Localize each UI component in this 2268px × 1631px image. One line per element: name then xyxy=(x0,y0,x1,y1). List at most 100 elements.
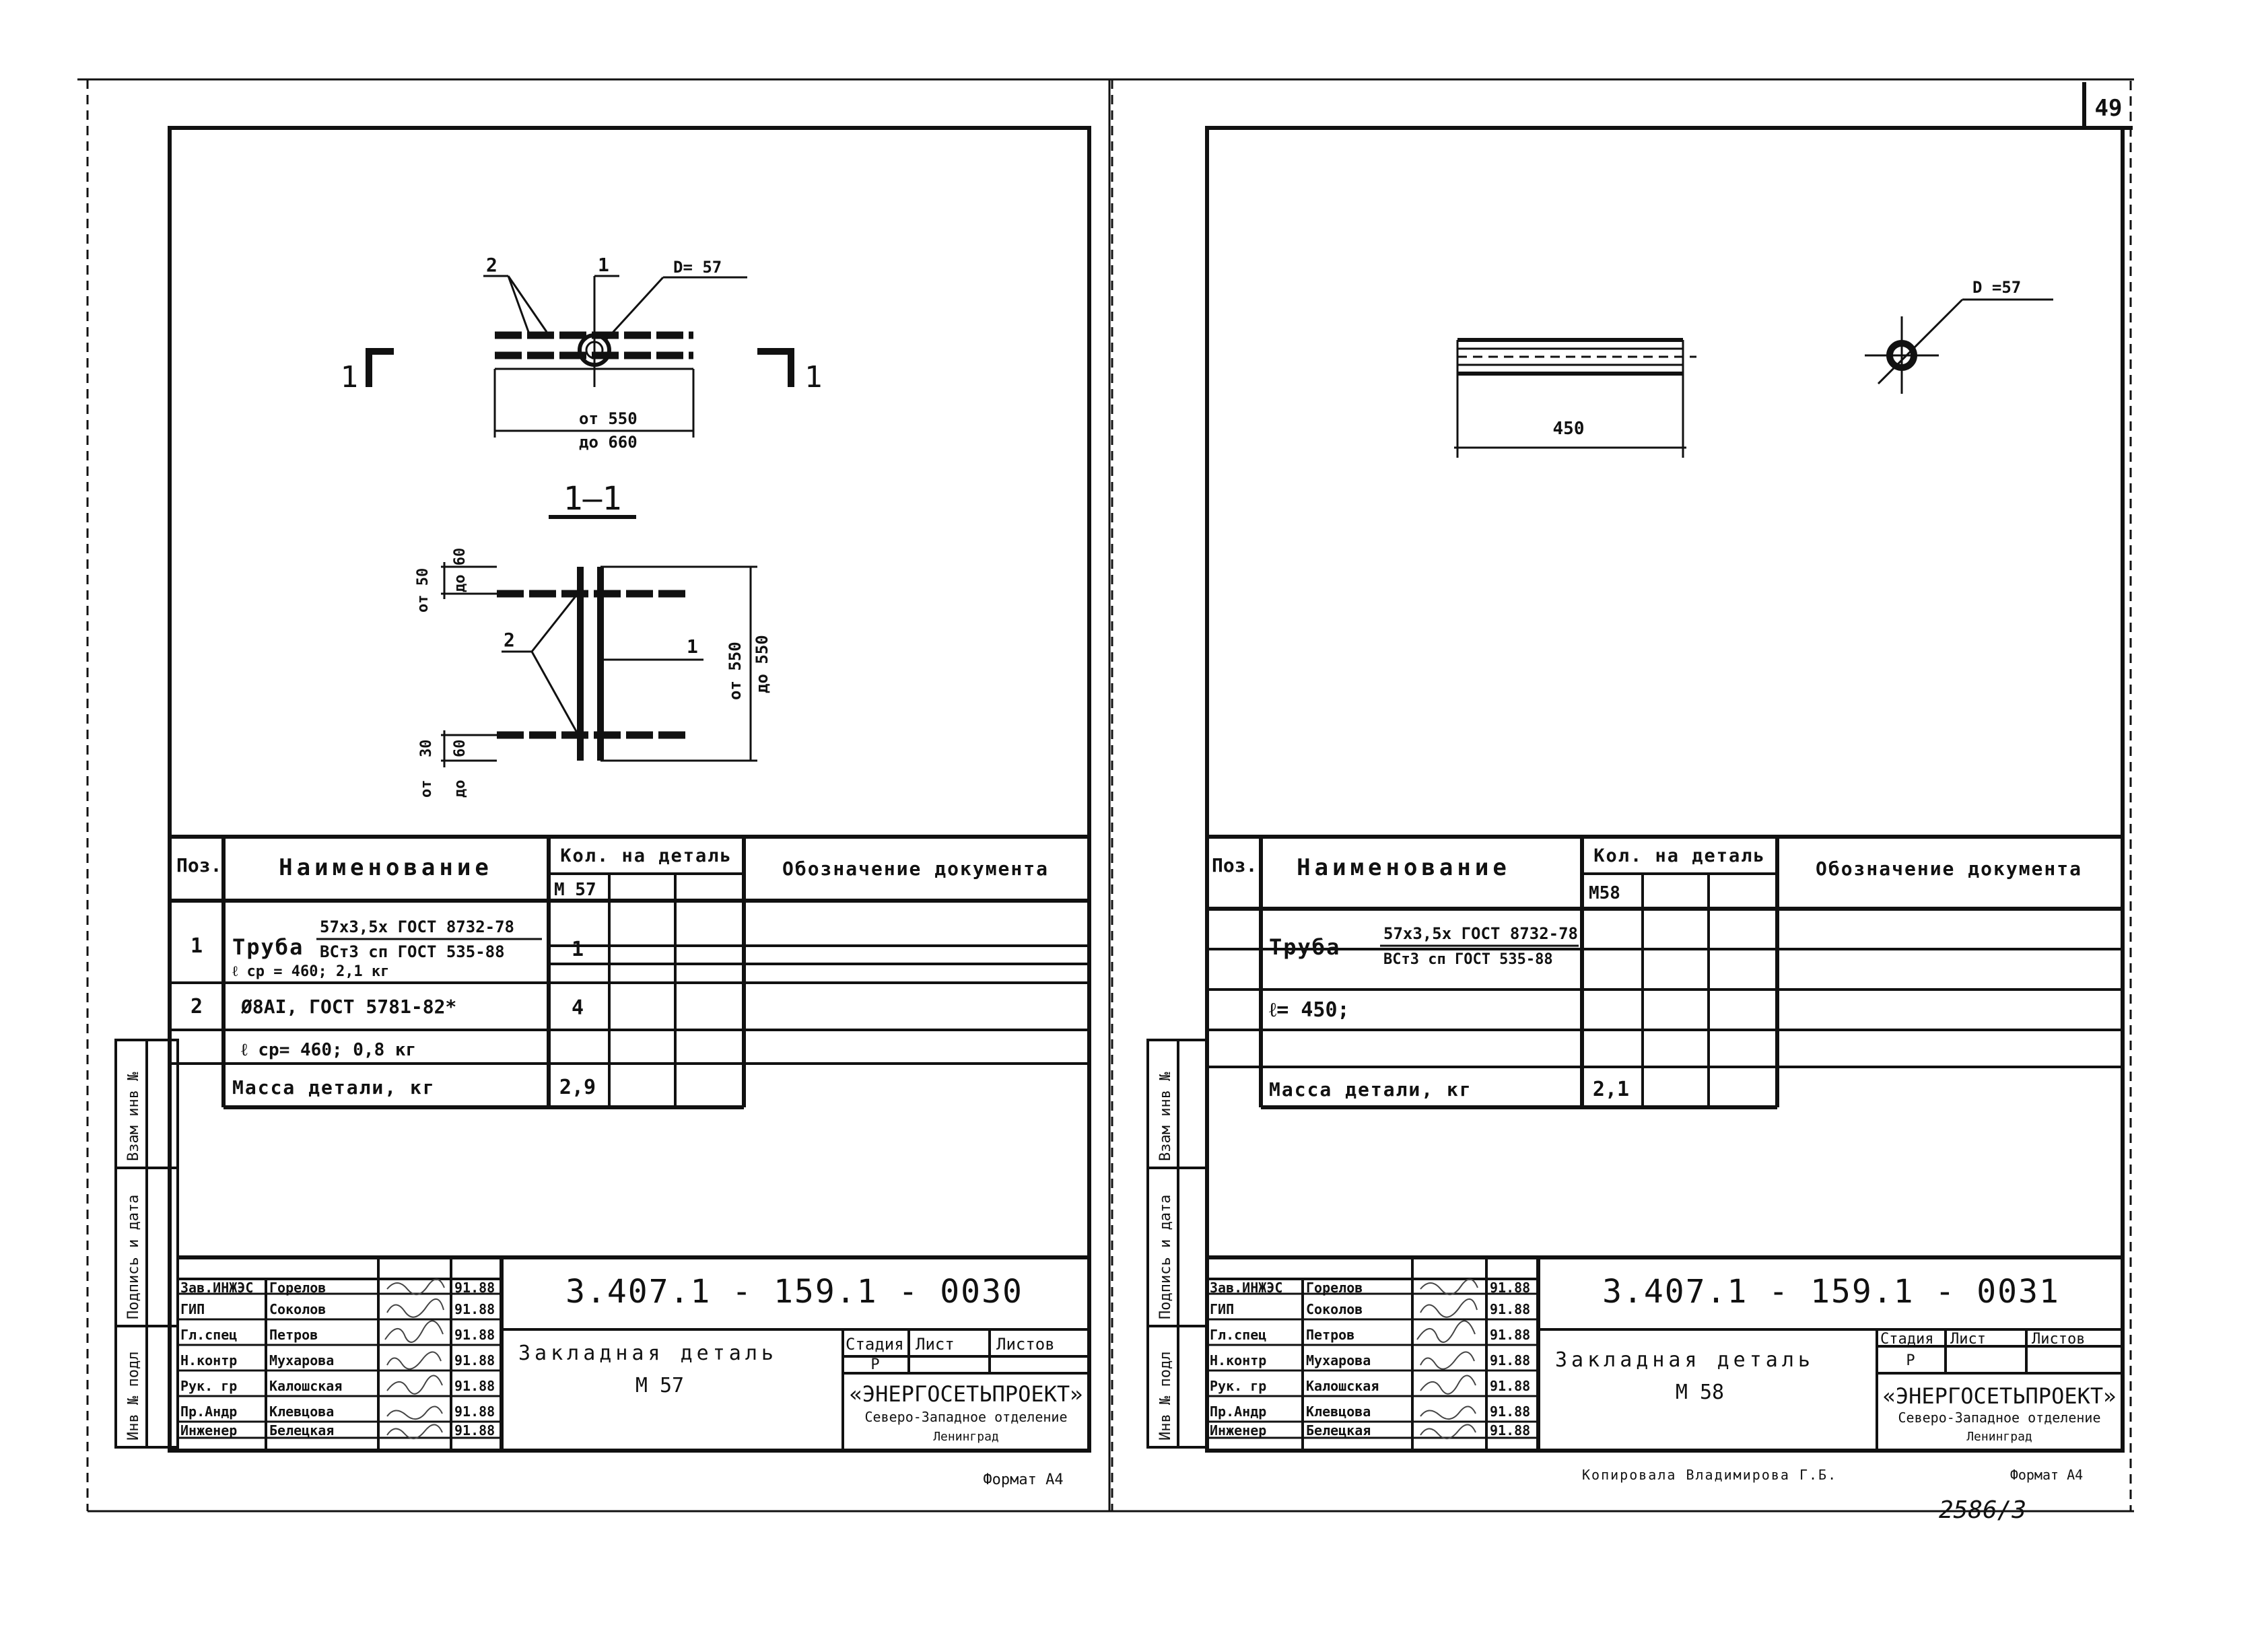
section-dim-top-a: от 50 xyxy=(415,568,432,613)
item-mark: М 57 xyxy=(635,1374,684,1397)
spec-row1-name: Труба xyxy=(232,934,304,960)
staff-name: Соколов xyxy=(269,1301,326,1317)
spec-header-pos: Поз. xyxy=(1212,854,1257,876)
left-sheet: Взам инв № Подпись и дата Инв № подл 2 1 xyxy=(114,126,1091,1488)
stamp-signature: Подпись и дата xyxy=(1157,1195,1174,1319)
org-sub: Северо-Западное отделение xyxy=(1898,1410,2100,1426)
plan-diameter: D= 57 xyxy=(673,258,722,277)
staff-date: 91.88 xyxy=(454,1301,495,1317)
staff-date: 91.88 xyxy=(454,1422,495,1438)
title-block-right: 3.407.1 - 159.1 - 0031 Зав.ИНЖЭС Горелов… xyxy=(1207,1255,2123,1483)
staff-role: Инженер xyxy=(1210,1422,1266,1438)
section-dim-bot-a: 30 xyxy=(418,740,435,758)
sheets-label: Листов xyxy=(2032,1331,2085,1348)
spec-table-left: Поз. Наименование Кол. на деталь М 57 Об… xyxy=(170,835,1089,1109)
section-mark-left: 1 xyxy=(341,360,359,394)
left-margin-stamp: Взам инв № Подпись и дата Инв № подл xyxy=(114,1039,179,1449)
staff-date: 91.88 xyxy=(454,1352,495,1368)
staff-list: Зав.ИНЖЭС Горелов 91.88 ГИП Соколов 91.8… xyxy=(1210,1280,1530,1438)
org-city: Ленинград xyxy=(1966,1430,2032,1444)
spec-header-pos: Поз. xyxy=(176,854,221,876)
spec-row2-name: Ø8AI, ГОСТ 5781-82* xyxy=(240,996,456,1018)
sheets-label: Листов xyxy=(996,1335,1055,1354)
staff-name: Мухарова xyxy=(1306,1352,1371,1368)
spec-row1-top: 57x3,5x ГОСТ 8732-78 xyxy=(320,917,514,936)
right-margin-stamp: Взам инв № Подпись и дата Инв № подл xyxy=(1146,1039,1208,1449)
staff-name: Петров xyxy=(269,1327,318,1343)
inventory-note: 2586/3 xyxy=(1939,1496,2026,1524)
sheet-label: Лист xyxy=(1950,1331,1986,1348)
page-number-box: 49 xyxy=(2082,82,2133,130)
plan-dim-to: до 660 xyxy=(579,433,638,452)
staff-role: Зав.ИНЖЭС xyxy=(180,1280,253,1296)
spec-row2-name: ℓ= 450; xyxy=(1269,998,1350,1022)
org-name: «ЭНЕРГОСЕТЬПРОЕКТ» xyxy=(850,1381,1083,1407)
staff-name: Горелов xyxy=(269,1280,326,1296)
staff-role: Пр.Андр xyxy=(180,1403,237,1420)
page-number: 49 xyxy=(2095,95,2123,122)
staff-date: 91.88 xyxy=(454,1403,495,1420)
spec-mass-value: 2,9 xyxy=(559,1076,596,1099)
section-dim-bot-c: от xyxy=(418,780,435,798)
section-title: 1—1 xyxy=(563,480,622,518)
stamp-inv: Инв № подл xyxy=(1157,1352,1174,1441)
staff-list: Зав.ИНЖЭС Горелов 91.88 ГИП Соколов 91.8… xyxy=(180,1280,495,1438)
staff-role: Инженер xyxy=(180,1422,237,1438)
staff-date: 91.88 xyxy=(1490,1378,1530,1394)
stage-label: Стадия xyxy=(846,1335,904,1354)
item-mark: М 58 xyxy=(1676,1381,1724,1404)
spec-header-mark: М 57 xyxy=(554,880,596,900)
stamp-inv: Инв № подл xyxy=(125,1352,142,1441)
spec-header-qty: Кол. на деталь xyxy=(1593,845,1766,866)
spec-header-name: Наименование xyxy=(1297,854,1511,881)
org-name: «ЭНЕРГОСЕТЬПРОЕКТ» xyxy=(1883,1383,2117,1409)
stage-label: Стадия xyxy=(1880,1331,1933,1348)
signature-scribbles xyxy=(1416,1278,1478,1439)
staff-name: Калошская xyxy=(1306,1378,1379,1394)
section-label-pos1: 1 xyxy=(687,635,698,658)
staff-date: 91.88 xyxy=(454,1327,495,1343)
stage-value: Р xyxy=(870,1356,879,1373)
stamp-signature: Подпись и дата xyxy=(125,1195,142,1319)
staff-date: 91.88 xyxy=(1490,1422,1530,1438)
staff-role: Рук. гр xyxy=(1210,1378,1266,1394)
sheet-label: Лист xyxy=(916,1335,955,1354)
format-label: Формат А4 xyxy=(983,1471,1063,1488)
spec-header-doc: Обозначение документа xyxy=(782,858,1049,880)
section-mark-right: 1 xyxy=(804,360,823,394)
page-border xyxy=(77,78,2134,1513)
spec-row1-qty: 1 xyxy=(572,938,584,961)
section-dim-bot-d: до xyxy=(452,780,469,798)
plan-label-pos1: 1 xyxy=(598,254,609,276)
section-label-pos2: 2 xyxy=(504,629,515,651)
spec-row1-extra: ℓ ср = 460; 2,1 кг xyxy=(232,963,389,980)
staff-date: 91.88 xyxy=(1490,1327,1530,1343)
staff-name: Калошская xyxy=(269,1378,342,1394)
staff-date: 91.88 xyxy=(1490,1352,1530,1368)
spec-header-qty: Кол. на деталь xyxy=(560,845,732,866)
org-city: Ленинград xyxy=(933,1430,999,1444)
staff-role: Н.контр xyxy=(1210,1352,1266,1368)
staff-name: Белецкая xyxy=(1306,1422,1371,1438)
staff-date: 91.88 xyxy=(1490,1301,1530,1317)
spec-row3-name: ℓ ср= 460; 0,8 кг xyxy=(241,1040,416,1060)
staff-name: Клевцова xyxy=(1306,1403,1371,1420)
length-dim: 450 xyxy=(1553,419,1585,439)
staff-name: Клевцова xyxy=(269,1403,334,1420)
section-dim-height-b: до 550 xyxy=(753,635,771,693)
spec-header-doc: Обозначение документа xyxy=(1816,858,2082,880)
section-view: от 550 до 550 от 50 до 60 30 60 от до 2 … xyxy=(415,548,771,798)
spec-header-mark: М58 xyxy=(1589,883,1620,903)
staff-role: Гл.спец xyxy=(1210,1327,1266,1343)
staff-name: Горелов xyxy=(1306,1280,1363,1296)
staff-date: 91.88 xyxy=(1490,1403,1530,1420)
pipe-view: 450 xyxy=(1454,338,1696,458)
spec-mass-label: Масса детали, кг xyxy=(232,1076,436,1099)
spec-row1-top: 57x3,5x ГОСТ 8732-78 xyxy=(1383,924,1578,943)
section-dim-bot-b: 60 xyxy=(452,740,469,758)
stage-value: Р xyxy=(1906,1352,1915,1369)
item-title: Закладная деталь xyxy=(1555,1348,1814,1372)
title-block-left: 3.407.1 - 159.1 - 0030 Зав.ИНЖЭС Горелов… xyxy=(178,1255,1089,1488)
spec-row1-bottom: ВСт3 сп ГОСТ 535-88 xyxy=(320,942,505,961)
